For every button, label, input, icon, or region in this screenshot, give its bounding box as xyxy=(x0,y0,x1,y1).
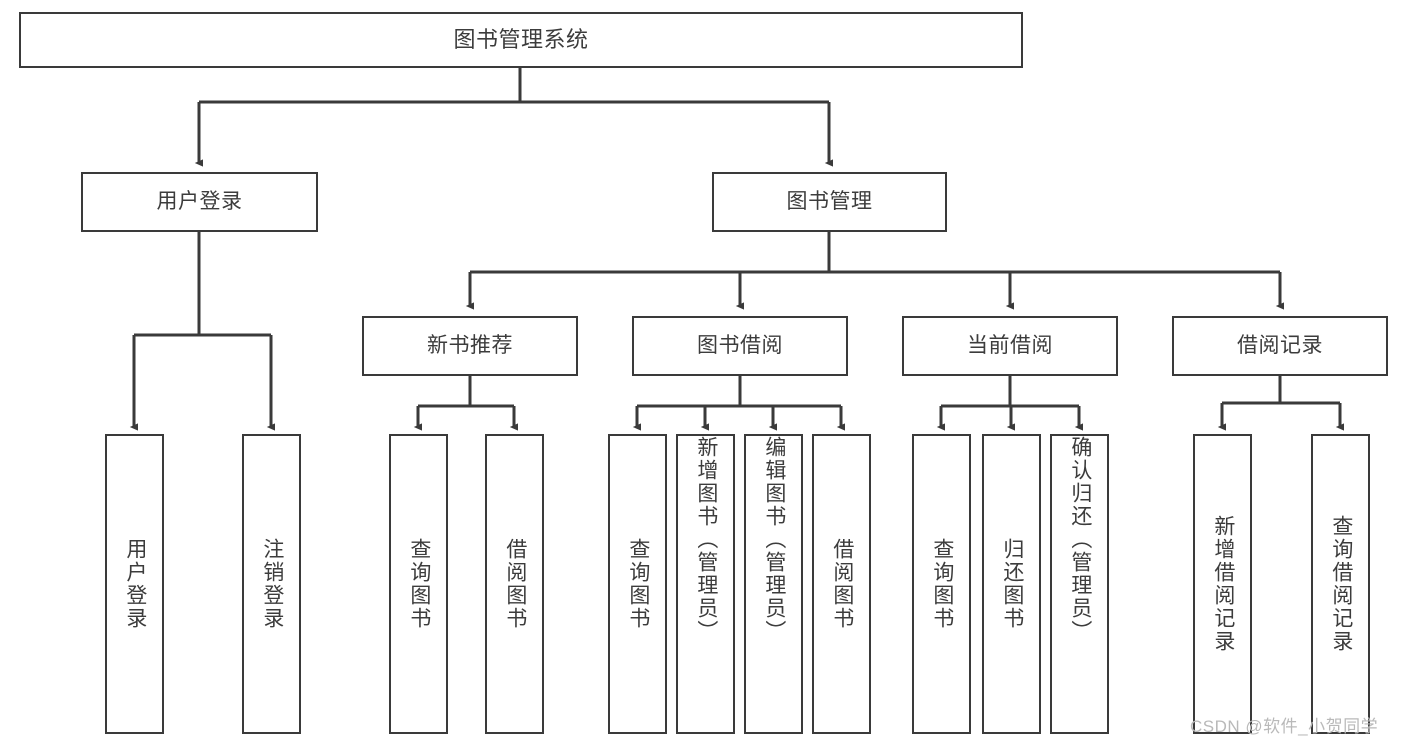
node-label: 查询借阅记录 xyxy=(1329,515,1353,653)
node-label: 当前借阅 xyxy=(967,334,1053,358)
node-root-system[interactable]: 图书管理系统 xyxy=(19,12,1023,68)
node-label: 编辑图书（管理员） xyxy=(762,436,786,643)
node-label: 图书管理系统 xyxy=(453,26,589,52)
node-label: 确认归还（管理员） xyxy=(1068,436,1092,643)
node-new-book-recommend[interactable]: 新书推荐 xyxy=(362,316,578,376)
leaf-query-book-3[interactable]: 查询图书 xyxy=(912,434,971,734)
node-label: 查询图书 xyxy=(407,538,431,630)
node-book-manage[interactable]: 图书管理 xyxy=(712,172,947,232)
leaf-borrow-book-1[interactable]: 借阅图书 xyxy=(485,434,544,734)
leaf-add-book[interactable]: 新增图书（管理员） xyxy=(676,434,735,734)
node-current-borrow[interactable]: 当前借阅 xyxy=(902,316,1118,376)
node-label: 新书推荐 xyxy=(427,334,513,358)
node-label: 新增借阅记录 xyxy=(1211,515,1235,653)
node-label: 注销登录 xyxy=(260,538,284,630)
node-label: 借阅记录 xyxy=(1237,334,1323,358)
leaf-edit-book[interactable]: 编辑图书（管理员） xyxy=(744,434,803,734)
node-book-borrow[interactable]: 图书借阅 xyxy=(632,316,848,376)
node-label: 查询图书 xyxy=(930,538,954,630)
leaf-borrow-book-2[interactable]: 借阅图书 xyxy=(812,434,871,734)
node-label: 借阅图书 xyxy=(503,538,527,630)
node-user-login[interactable]: 用户登录 xyxy=(81,172,318,232)
leaf-query-book-1[interactable]: 查询图书 xyxy=(389,434,448,734)
leaf-query-book-2[interactable]: 查询图书 xyxy=(608,434,667,734)
node-label: 图书管理 xyxy=(786,190,873,214)
leaf-logout[interactable]: 注销登录 xyxy=(242,434,301,734)
node-label: 用户登录 xyxy=(156,190,243,214)
csdn-watermark: CSDN @软件_小贺同学 xyxy=(1190,717,1379,736)
leaf-add-record[interactable]: 新增借阅记录 xyxy=(1193,434,1252,734)
node-borrow-record[interactable]: 借阅记录 xyxy=(1172,316,1388,376)
node-label: 归还图书 xyxy=(1000,538,1024,630)
leaf-query-record[interactable]: 查询借阅记录 xyxy=(1311,434,1370,734)
leaf-return-book[interactable]: 归还图书 xyxy=(982,434,1041,734)
node-label: 查询图书 xyxy=(626,538,650,630)
node-label: 借阅图书 xyxy=(830,538,854,630)
node-label: 图书借阅 xyxy=(697,334,783,358)
leaf-confirm-return[interactable]: 确认归还（管理员） xyxy=(1050,434,1109,734)
node-label: 用户登录 xyxy=(123,538,147,630)
leaf-user-login[interactable]: 用户登录 xyxy=(105,434,164,734)
node-label: 新增图书（管理员） xyxy=(694,436,718,643)
